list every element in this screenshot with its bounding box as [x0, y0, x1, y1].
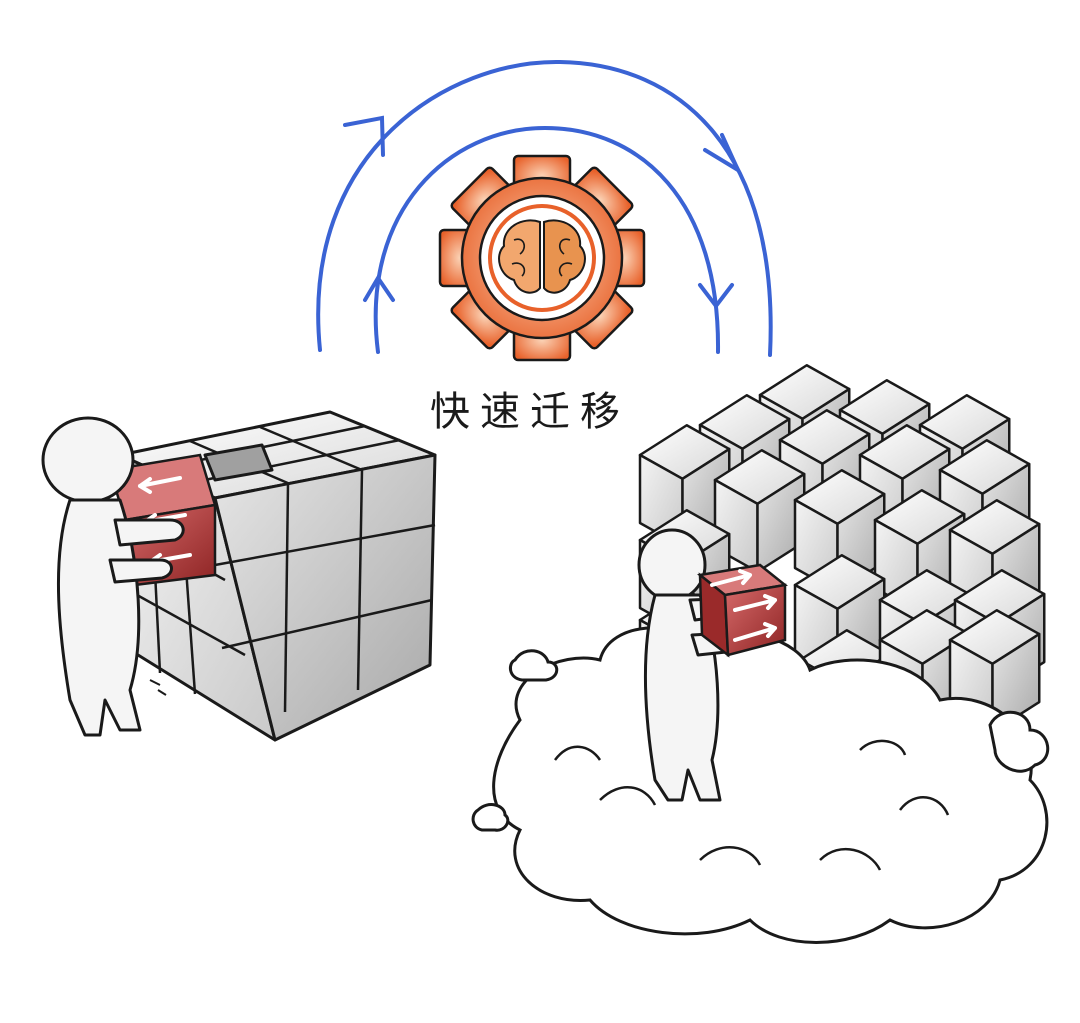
cycle-arrows-icon [316, 59, 773, 357]
red-block-right [697, 563, 788, 658]
person-left [41, 416, 185, 737]
cloud [471, 626, 1050, 944]
caption-text: 快速迁移 [430, 389, 630, 435]
gear-brain-icon [438, 154, 646, 362]
